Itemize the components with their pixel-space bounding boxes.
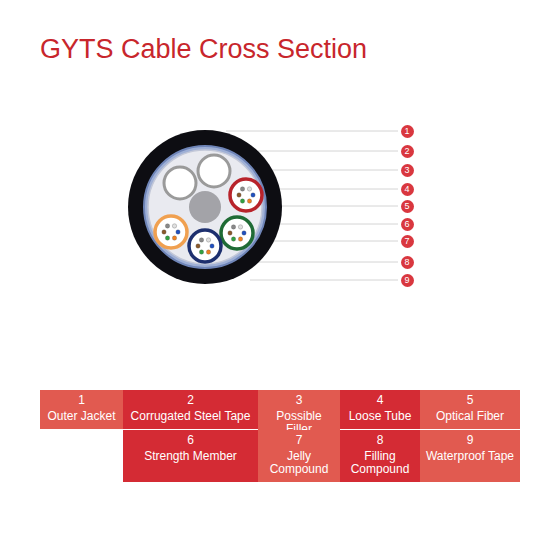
- part-name: Loose Tube: [349, 410, 412, 423]
- part-number: 7: [296, 433, 303, 447]
- part-number: 9: [467, 433, 474, 447]
- fiber-dot: [206, 238, 210, 242]
- fiber-dot: [247, 187, 251, 191]
- callout-number: 5: [401, 200, 414, 213]
- callout-label: 9: [401, 274, 414, 287]
- part-number: 8: [377, 433, 384, 447]
- loose-tube: [230, 179, 262, 211]
- filler: [164, 167, 196, 199]
- callout-label: 6: [401, 218, 414, 231]
- callout-number: 7: [401, 235, 414, 248]
- legend-cell: 8Filling Compound: [340, 430, 420, 482]
- legend-cell: 5Optical Fiber: [420, 390, 520, 429]
- legend-cell: 7Jelly Compound: [258, 430, 340, 482]
- legend-cell: 1Outer Jacket: [40, 390, 123, 429]
- optical-fibers: [162, 187, 255, 255]
- loose-tube: [221, 217, 253, 249]
- part-number: 4: [377, 393, 384, 407]
- legend-cell: 2Corrugated Steel Tape: [123, 390, 258, 429]
- fiber-dot: [231, 225, 235, 229]
- fiber-dot: [172, 224, 176, 228]
- fiber-dot: [240, 187, 244, 191]
- fiber-dot: [162, 230, 166, 234]
- fiber-dot: [165, 224, 169, 228]
- part-number: 6: [187, 433, 194, 447]
- part-number: 2: [187, 393, 194, 407]
- fiber-dot: [247, 199, 251, 203]
- callout-label: 5: [401, 200, 414, 213]
- loose-tube: [189, 230, 221, 262]
- diagram-title: GYTS Cable Cross Section: [40, 34, 367, 65]
- callout-number: 9: [401, 274, 414, 287]
- part-name: Jelly Compound: [262, 450, 336, 476]
- fiber-dot: [172, 236, 176, 240]
- legend-cell: 4Loose Tube: [340, 390, 420, 429]
- fiber-dot: [242, 231, 246, 235]
- fiber-dot: [238, 237, 242, 241]
- part-name: Strength Member: [144, 450, 237, 463]
- fiber-dot: [199, 250, 203, 254]
- fiber-dot: [165, 236, 169, 240]
- fiber-dot: [196, 244, 200, 248]
- part-name: Outer Jacket: [47, 410, 115, 423]
- fiber-dot: [231, 237, 235, 241]
- callout-number: 4: [401, 183, 414, 196]
- fiber-dot: [228, 231, 232, 235]
- part-number: 5: [467, 393, 474, 407]
- callout-label: 3: [401, 164, 414, 177]
- legend-cell: 6Strength Member: [123, 430, 258, 482]
- waterproof-tape: [148, 150, 262, 264]
- callout-label: 8: [401, 256, 414, 269]
- fiber-dot: [237, 193, 241, 197]
- outer-jacket: [128, 130, 282, 284]
- callout-number: 2: [401, 145, 414, 158]
- callout-label: 4: [401, 183, 414, 196]
- callout-label: 1: [401, 125, 414, 138]
- part-number: 3: [296, 393, 303, 407]
- part-name: Optical Fiber: [436, 410, 504, 423]
- callout-number: 6: [401, 218, 414, 231]
- fiber-dot: [210, 244, 214, 248]
- part-name: Corrugated Steel Tape: [131, 410, 251, 423]
- loose-tube: [155, 216, 187, 248]
- part-number: 1: [78, 393, 85, 407]
- fiber-dot: [199, 238, 203, 242]
- callout-label: 7: [401, 235, 414, 248]
- callout-number: 3: [401, 164, 414, 177]
- part-name: Waterproof Tape: [426, 450, 514, 463]
- corrugated-steel-tape: [144, 146, 266, 268]
- part-name: Filling Compound: [344, 450, 416, 476]
- strength-member: [189, 191, 221, 223]
- fiber-dot: [176, 230, 180, 234]
- callout-number: 8: [401, 256, 414, 269]
- legend-cell: 9Waterproof Tape: [420, 430, 520, 482]
- filler: [198, 155, 230, 187]
- callout-label: 2: [401, 145, 414, 158]
- fiber-dot: [240, 199, 244, 203]
- fiber-dot: [206, 250, 210, 254]
- fiber-dot: [251, 193, 255, 197]
- callout-number: 1: [401, 125, 414, 138]
- fiber-dot: [238, 225, 242, 229]
